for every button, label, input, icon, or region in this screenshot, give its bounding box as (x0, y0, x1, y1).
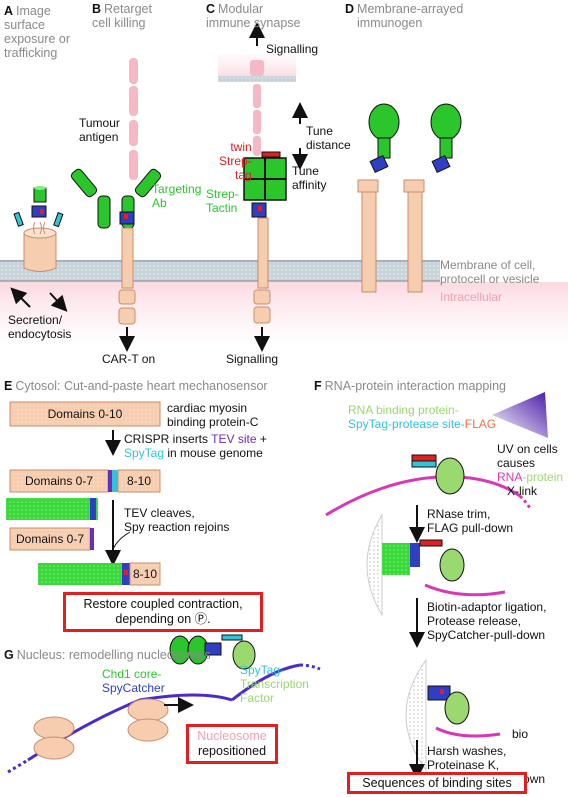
domains-8-10-block: 8-10 (126, 474, 152, 488)
strep-tactin-label: Strep-Tactin (206, 187, 239, 215)
intracellular-label: Intracellular (440, 290, 503, 304)
intracellular-region (0, 282, 568, 342)
car-t-label: CAR-T on (102, 352, 156, 366)
signalling-top-label: Signalling (266, 42, 319, 56)
membrane-bilayer (0, 260, 440, 282)
domains-0-10-block: Domains 0-10 (47, 407, 123, 421)
panel-a-graphic (10, 186, 68, 312)
binding-sites-box: Sequences of binding sites (347, 772, 527, 794)
membrane-label: Membrane of cell,protocell or vesicle (440, 258, 540, 286)
panel-f-graphic (325, 392, 548, 780)
rnase-step-label: RNase trim,FLAG pull-down (427, 507, 514, 535)
panel-c-graphic (243, 22, 308, 352)
domains-8-10-rejoined-block: 8-10 (132, 567, 158, 581)
spytag-tf-label: SpyTag- Transcription Factor (240, 663, 309, 705)
panel-d-graphic (357, 103, 462, 293)
panel-e-graphic (6, 401, 161, 586)
signalling-bottom-label: Signalling (226, 352, 279, 366)
secretion-label: Secretion/endocytosis (8, 313, 72, 341)
domains-0-7-cleaved-block: Domains 0-7 (15, 532, 85, 546)
rbp-construct-label: RNA binding protein- SpyTag-protease sit… (348, 403, 497, 431)
bio-label: bio (512, 727, 529, 741)
chd1-label: Chd1 core-SpyCatcher (102, 667, 165, 695)
restore-contraction-box: Restore coupled contraction,depending on… (63, 592, 263, 632)
panel-g-graphic (7, 634, 321, 774)
biotin-step-label: Biotin-adaptor ligation,Protease release… (427, 600, 547, 642)
tev-cleaves-label: TEV cleaves,Spy reaction rejoins (124, 506, 230, 534)
domains-0-7-block: Domains 0-7 (24, 474, 94, 488)
panel-b-graphic (70, 58, 162, 352)
crispr-label: CRISPR inserts TEV site + SpyTag in mous… (124, 432, 267, 460)
